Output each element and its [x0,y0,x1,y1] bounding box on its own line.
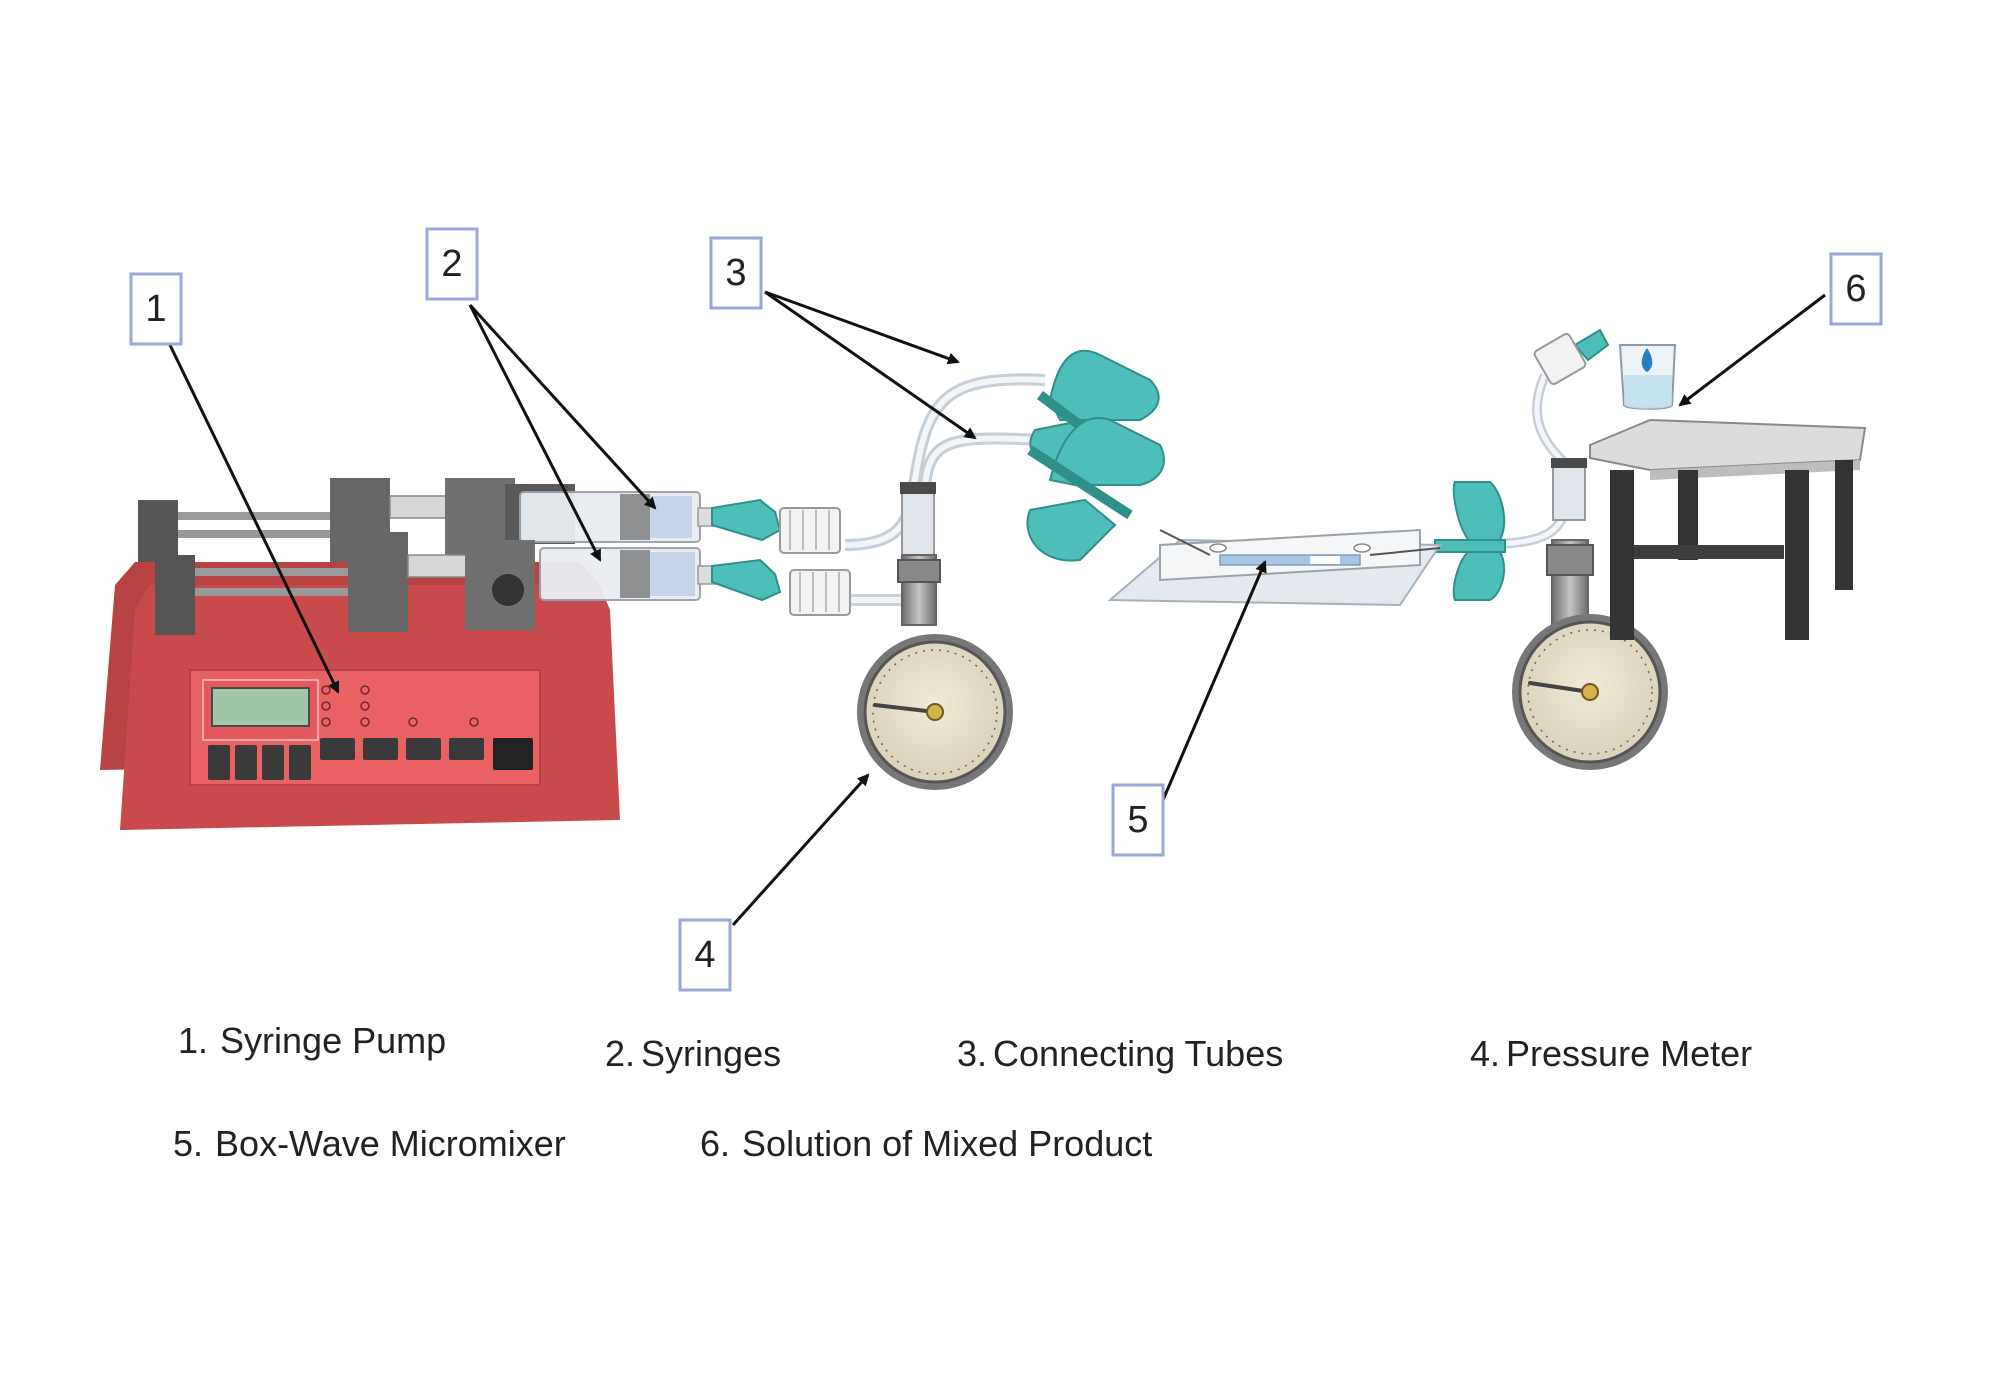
t-junction [900,458,1587,556]
legend-item-box-wave-micromixer: 5. Box-Wave Micromixer [173,1123,566,1165]
callout-label: 2 [441,243,462,285]
legend-text: Box-Wave Micromixer [215,1123,566,1164]
pump-buttons [208,738,533,780]
legend-text: Syringes [641,1033,782,1074]
syringe-front [155,532,717,635]
pressure-gauge-outlet [1512,539,1668,770]
pump-screen [211,687,310,727]
legend-number: 6. [700,1123,731,1164]
callout-2: 2 [425,227,479,301]
legend-number: 2. [605,1033,636,1074]
legend-text: Syringe Pump [220,1020,447,1061]
legend-text: Connecting Tubes [993,1033,1284,1074]
arrow-3a [764,290,960,365]
legend-item-solution-of-mixed-product: 6. Solution of Mixed Product [700,1123,1152,1165]
legend-number: 1. [178,1020,209,1061]
arrow-1 [168,344,340,694]
arrow-4 [731,773,870,927]
beaker [1618,344,1677,410]
callout-5: 5 [1111,783,1165,857]
legend-item-pressure-meter: 4.Pressure Meter [1470,1033,1752,1075]
butterfly-connector-outlet [1434,481,1506,601]
callout-label: 1 [145,288,166,330]
callout-1: 1 [129,272,183,346]
callout-3: 3 [709,236,763,310]
syringe-pump [100,478,717,830]
arrow-5 [1161,560,1267,801]
luer-connectors [711,328,1610,616]
pressure-gauge-inlet [857,554,1013,790]
butterfly-connector-lower [1026,417,1165,562]
legend-item-syringes: 2.Syringes [605,1033,781,1075]
lab-table [1589,418,1867,640]
arrow-6 [1678,293,1826,407]
arrow-2a [468,303,657,510]
arrow-2b [468,304,602,562]
legend-number: 5. [173,1123,204,1164]
callout-label: 3 [725,252,746,294]
callout-label: 6 [1845,268,1866,310]
callout-arrows [168,290,1826,927]
callout-6: 6 [1829,252,1883,326]
callout-label: 4 [694,934,715,976]
legend-item-syringe-pump: 1. Syringe Pump [178,1020,446,1062]
legend-number: 3. [957,1033,988,1074]
arrow-3b [764,290,977,440]
legend-text: Pressure Meter [1506,1033,1753,1074]
callout-4: 4 [678,918,732,992]
callout-label: 5 [1127,799,1148,841]
micromixer-chip [1107,528,1442,607]
legend-number: 4. [1470,1033,1501,1074]
legend-item-connecting-tubes: 3.Connecting Tubes [957,1033,1283,1075]
legend-text: Solution of Mixed Product [742,1123,1153,1164]
